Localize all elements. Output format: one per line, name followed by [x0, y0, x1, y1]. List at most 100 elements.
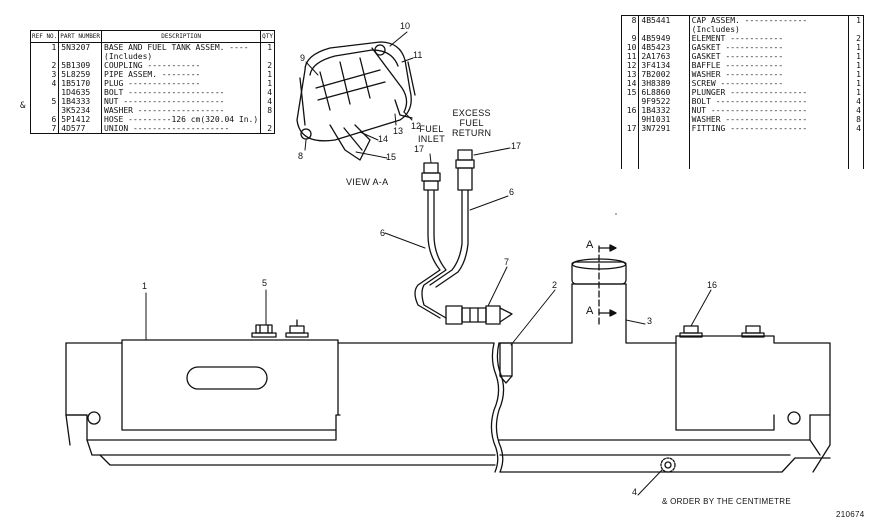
cell-part: 9F9522 [638, 97, 690, 106]
cell-qty: 2 [267, 61, 273, 70]
callout-1: 1 [142, 281, 148, 291]
table-row [621, 142, 864, 151]
cell-desc: WASHER ------------------ [101, 106, 262, 115]
bolt-assembly-16 [679, 325, 765, 338]
cell-qty: 2 [856, 34, 861, 43]
cell-ref: 6 [30, 115, 60, 124]
cell-desc: SCREW ------------- [689, 79, 849, 88]
drawing-number: 210674 [836, 510, 865, 519]
mount-hole-left [87, 411, 101, 425]
cell-qty: 1 [856, 43, 861, 52]
fuel-tank-base [65, 283, 831, 473]
callout-4: 4 [632, 487, 638, 497]
cell-desc: COUPLING ----------- [101, 61, 262, 70]
cell-desc: WASHER ------------ [689, 70, 849, 79]
callout-17-right: 17 [511, 141, 522, 151]
cell-qty: 2 [267, 124, 273, 133]
cell-ref: 8 [621, 15, 640, 25]
cell-desc: BAFFLE ------------ [689, 61, 849, 70]
cell-ref: 10 [621, 43, 640, 52]
cell-ref: 3 [30, 70, 60, 79]
tank-slot [186, 366, 268, 390]
cell-qty: 1 [856, 79, 861, 88]
callout-2: 2 [552, 280, 558, 290]
cell-qty: 4 [856, 124, 861, 133]
table-row [621, 133, 864, 142]
order-note: & ORDER BY THE CENTIMETRE [662, 497, 791, 506]
cell-desc: PLUNGER ---------------- [689, 88, 849, 97]
cell-part: 9H1031 [638, 115, 690, 124]
cell-part: 5N3207 [58, 42, 103, 52]
cell-ref: 14 [621, 79, 640, 88]
mount-hole-right [787, 411, 801, 425]
cell-qty [848, 25, 863, 34]
callout-11: 11 [413, 50, 423, 60]
callout-8-left: 8 [298, 151, 304, 161]
cell-desc: PLUG --------------- [101, 79, 262, 88]
cell-ref: 9 [621, 34, 640, 43]
cell-qty: 1 [856, 61, 861, 70]
callout-3: 3 [647, 316, 653, 326]
cell-part: 5L8259 [58, 70, 103, 79]
header-description: DESCRIPTION [101, 30, 262, 43]
callout-7: 7 [504, 257, 510, 267]
cell-ref [30, 106, 60, 115]
cell-ref: 7 [30, 124, 60, 134]
cell-ref: 5 [30, 97, 60, 106]
cell-ref: 11 [621, 52, 640, 61]
cell-qty: 4 [267, 88, 273, 97]
cell-ref [621, 97, 640, 106]
cell-qty: 4 [267, 97, 273, 106]
filler-neck [571, 245, 627, 325]
header-part-number: PART NUMBER [58, 30, 103, 43]
cell-ref: 1 [30, 42, 60, 52]
cell-desc: WASHER ----------------- [689, 115, 849, 124]
table-row [621, 160, 864, 169]
cell-desc: GASKET ------------ [689, 43, 849, 52]
callout-17-left: 17 [414, 144, 425, 154]
cell-qty: 4 [856, 97, 861, 106]
cell-ref [621, 115, 640, 124]
table-row [621, 151, 864, 160]
cell-desc: BASE AND FUEL TANK ASSEM. ---- [101, 42, 262, 52]
cell-qty: 4 [856, 106, 861, 115]
fuel-inlet-label: FUEL INLET [418, 124, 446, 144]
bolt-assembly-5b [285, 319, 309, 338]
cell-part: 1B4332 [638, 106, 690, 115]
cell-desc: PIPE ASSEM. -------- [101, 70, 262, 79]
cell-part: 2A1763 [638, 52, 690, 61]
cell-part: 3F4134 [638, 61, 690, 70]
cell-part: 6L8860 [638, 88, 690, 97]
cell-part: 4B5949 [638, 34, 690, 43]
header-qty: QTY [260, 30, 275, 43]
callout-9: 9 [300, 53, 306, 63]
cell-desc: CAP ASSEM. ------------- [689, 15, 849, 25]
cell-ref: 15 [621, 88, 640, 97]
cell-ref [30, 88, 60, 97]
cell-desc: (Includes) [689, 25, 849, 34]
table-row: (Includes) [30, 52, 275, 61]
cell-part: 1D4635 [58, 88, 103, 97]
cap-assembly-section [296, 41, 416, 161]
cell-ref: 4 [30, 79, 60, 88]
callout-15: 15 [386, 152, 397, 162]
cell-part: 3N7291 [638, 124, 690, 133]
cell-qty: 1 [267, 79, 273, 88]
cell-qty [261, 115, 275, 124]
cell-qty: 8 [267, 106, 273, 115]
cell-qty: 1 [856, 16, 861, 25]
hose-assembly [414, 149, 513, 325]
